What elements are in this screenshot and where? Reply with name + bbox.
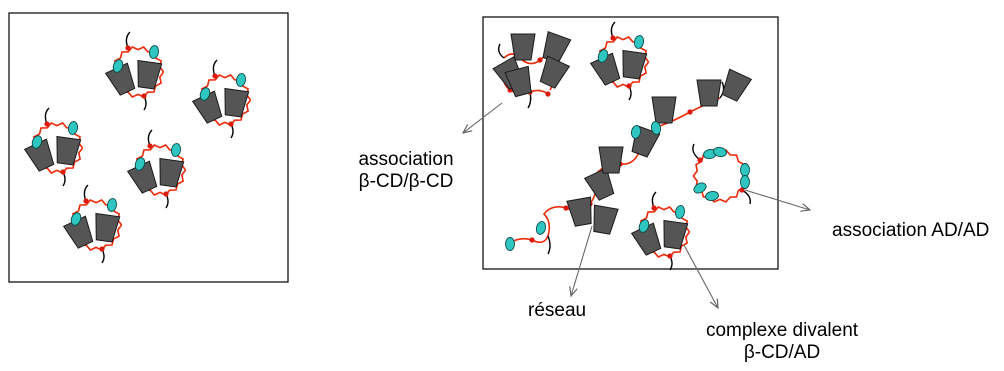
- arrow-association-ad: [744, 189, 810, 210]
- label-association-cd: association β-CD/β-CD: [336, 149, 476, 193]
- right-panel-structures: [492, 21, 753, 271]
- junction-dot: [739, 187, 745, 193]
- junction-dot: [141, 93, 147, 99]
- junction-dot: [83, 198, 89, 204]
- adamantane-icon: [106, 198, 118, 212]
- junction-dot: [687, 109, 693, 115]
- cyclodextrin-icon: [663, 219, 689, 250]
- cyclodextrin-icon: [504, 65, 532, 98]
- adamantane-icon: [674, 205, 686, 219]
- adamantane-icon: [235, 73, 247, 87]
- cyclodextrin-icon: [159, 157, 185, 188]
- adamantane-icon: [705, 190, 719, 202]
- cyclodextrin-icon: [593, 204, 619, 235]
- junction-dot: [529, 237, 535, 243]
- junction-dot: [563, 205, 569, 211]
- junction-dot: [99, 246, 105, 252]
- right-panel-frame: [482, 16, 779, 270]
- junction-dot: [163, 191, 169, 197]
- adamantane-icon: [630, 125, 642, 139]
- chain-end: [497, 43, 505, 59]
- cyclodextrin-icon: [566, 196, 592, 227]
- label-complexe-line1: complexe divalent: [705, 320, 859, 341]
- junction-dot: [125, 45, 131, 51]
- arrow-complexe: [683, 244, 718, 308]
- junction-dot: [626, 83, 632, 89]
- cyclodextrin-icon: [721, 68, 753, 102]
- chain-end: [547, 235, 551, 255]
- adamantane-icon: [638, 219, 650, 233]
- adamantane-icon: [597, 49, 609, 63]
- adamantane-icon: [713, 146, 727, 158]
- arrow-association-cd: [463, 102, 503, 133]
- junction-dot: [212, 73, 218, 79]
- junction-dot: [147, 143, 153, 149]
- adamantane-icon: [740, 175, 750, 189]
- divalent-complex: [589, 21, 650, 101]
- adamantane-icon: [112, 59, 124, 73]
- junction-dot: [667, 253, 673, 259]
- adamantane-icon: [650, 121, 662, 135]
- junction-dot: [228, 121, 234, 127]
- cyclodextrin-icon: [510, 33, 536, 61]
- divalent-complex: [23, 107, 84, 187]
- cyclodextrin-icon: [539, 55, 571, 89]
- ad-ad-association-ring: [692, 143, 752, 205]
- cyclodextrin-icon: [137, 59, 163, 90]
- label-reseau: réseau: [528, 300, 587, 321]
- adamantane-icon: [67, 121, 79, 135]
- cyclodextrin-icon: [224, 87, 250, 118]
- chain-end: [692, 143, 701, 161]
- junction-dot: [697, 157, 703, 163]
- adamantane-icon: [199, 87, 211, 101]
- left-panel-frame: [8, 12, 289, 283]
- junction-dot: [537, 57, 543, 63]
- cyclodextrin-icon: [696, 79, 722, 107]
- cyclodextrin-icon: [56, 135, 82, 166]
- label-association-cd-line1: association: [358, 149, 454, 170]
- cyclodextrin-icon: [651, 96, 677, 124]
- junction-dot: [545, 91, 551, 97]
- adamantane-icon: [535, 221, 547, 235]
- divalent-complex: [104, 31, 165, 111]
- cyclodextrin-icon: [95, 212, 121, 243]
- adamantane-icon: [170, 143, 182, 157]
- junction-dot: [44, 121, 50, 127]
- adamantane-icon: [134, 157, 146, 171]
- label-complexe-line2: β-CD/AD: [743, 342, 821, 363]
- cyclodextrin-icon: [583, 167, 615, 201]
- arrow-reseau: [571, 225, 593, 296]
- cyclodextrin-icon: [622, 49, 648, 80]
- polymer-chain: [692, 149, 748, 203]
- cd-cd-association-cluster: [492, 31, 572, 109]
- divalent-complex: [126, 129, 187, 209]
- adamantane-icon: [740, 163, 750, 177]
- label-complexe: complexe divalent β-CD/AD: [692, 320, 872, 364]
- adamantane-icon: [31, 135, 43, 149]
- junction-dot: [610, 35, 616, 41]
- left-panel-complexes: [23, 31, 252, 264]
- divalent-complex: [630, 191, 691, 271]
- divalent-complex: [62, 184, 123, 264]
- label-association-cd-line2: β-CD/β-CD: [358, 171, 454, 192]
- junction-dot: [651, 205, 657, 211]
- label-association-ad: association AD/AD: [832, 220, 990, 241]
- adamantane-icon: [505, 237, 515, 251]
- junction-dot: [60, 169, 66, 175]
- adamantane-icon: [693, 182, 707, 194]
- cyclodextrin-icon: [598, 146, 624, 174]
- adamantane-icon: [70, 212, 82, 226]
- reseau-network: [505, 68, 753, 255]
- adamantane-icon: [148, 45, 160, 59]
- divalent-complex: [191, 59, 252, 139]
- adamantane-icon: [633, 35, 645, 49]
